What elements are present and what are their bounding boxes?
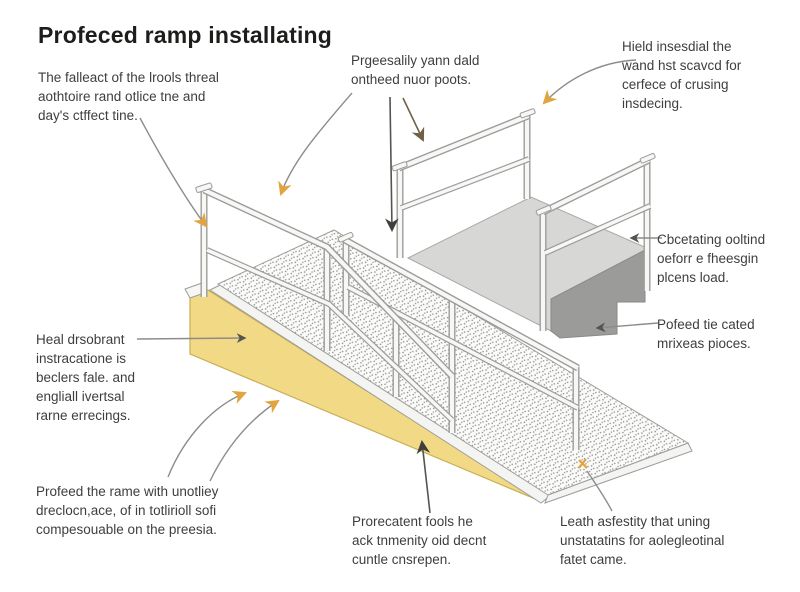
annotation-line: Cbcetating ooltind (657, 232, 766, 247)
annotation-line: Pofeed tie cated (657, 317, 755, 332)
annotation-base: Profeed the rame with unotliey dreclocn,… (36, 482, 218, 539)
annotation-ramp-edge: Prorecatent fools he ack tnmenity oid de… (352, 512, 486, 569)
annotation-line: mrixeas pioces. (657, 336, 751, 351)
arrow-ramp-edge (416, 439, 431, 514)
arrow-handrail-left (278, 92, 353, 196)
annotation-line: The falleact of the lrools threal (38, 70, 219, 85)
annotation-line: rarne errecings. (36, 408, 131, 423)
leader-landing (586, 470, 613, 512)
arrow-platform-rail (542, 59, 637, 105)
annotation-line: cerfece of crusing (622, 77, 729, 92)
platform-back-handrail (391, 108, 536, 258)
annotation-platform-rail: Hield insesdial the wand hst scavcd for … (622, 37, 741, 113)
annotation-arrows (136, 59, 662, 514)
near-rail-cap (195, 182, 213, 193)
annotation-line: plcens load. (657, 270, 730, 285)
landing-mark (578, 458, 588, 469)
arrow-handrail-down (385, 96, 399, 233)
arrow-far-rail (402, 97, 425, 142)
near-handrail (195, 182, 456, 433)
annotation-steps: Pofeed tie cated mrixeas pioces. (657, 315, 755, 353)
annotation-side-panel: Heal drsobrant instracatione is beclers … (36, 330, 135, 425)
arrow-ramp-overview (139, 117, 208, 228)
annotation-handrail: Prgeesalily yann dald ontheed nuor poots… (351, 51, 479, 89)
annotation-line: Heal drsobrant (36, 332, 125, 347)
annotation-line: aothtoire rand otlice tne and (38, 89, 206, 104)
right-rail-right-cap (639, 152, 656, 164)
back-rail-right-cap (519, 108, 536, 119)
annotation-line: Prorecatent fools he (352, 514, 473, 529)
annotation-landing: Leath asfestity that uning unstatatins f… (560, 512, 724, 569)
arrow-base-1 (167, 390, 247, 478)
annotation-line: insdecing. (622, 96, 683, 111)
annotation-line: Profeed the rame with unotliey (36, 484, 219, 499)
annotation-line: ontheed nuor poots. (351, 72, 472, 87)
page-title: Profeced ramp installating (38, 22, 333, 48)
leader-side-panel (136, 333, 247, 343)
annotation-line: fatet came. (560, 552, 627, 567)
leader-steps (595, 322, 659, 333)
annotation-line: cuntle cnsrepen. (352, 552, 452, 567)
platform-right-handrail (535, 152, 656, 331)
annotation-line: unstatatins for aolegleotinal (560, 533, 725, 548)
annotation-line: ack tnmenity oid decnt (352, 533, 487, 548)
annotation-line: compesouable on the preesia. (36, 522, 217, 537)
middle-rail-cap (337, 231, 354, 243)
annotation-line: instracatione is (36, 351, 127, 366)
right-rail-left-cap (535, 204, 552, 216)
annotation-ramp-overview: The falleact of the lrools threal aothto… (38, 68, 219, 125)
annotation-line: oeforr e fheesgin (657, 251, 759, 266)
annotation-line: dreclocn,ace, of in totlirioll sofi (36, 503, 217, 518)
annotation-line: engliall ivertsal (36, 389, 125, 404)
annotation-line: wand hst scavcd for (622, 58, 742, 73)
annotation-platform: Cbcetating ooltind oeforr e fheesgin plc… (657, 230, 765, 287)
annotation-line: day's ctffect tine. (38, 108, 138, 123)
annotation-line: Leath asfestity that uning (560, 514, 711, 529)
annotation-line: beclers fale. and (36, 370, 136, 385)
arrow-base-2 (209, 399, 280, 482)
annotation-line: Prgeesalily yann dald (351, 53, 480, 68)
annotation-line: Hield insesdial the (622, 39, 732, 54)
back-rail-left-cap (391, 161, 408, 172)
